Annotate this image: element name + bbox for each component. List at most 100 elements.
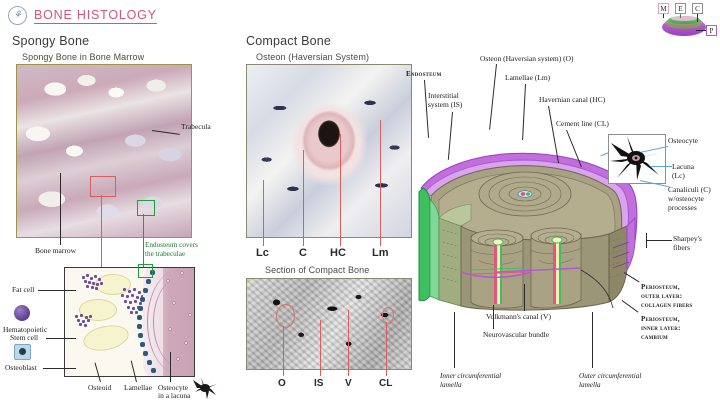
fat-cell-shape: [79, 299, 117, 321]
osteon-pointer-lc: [263, 180, 264, 236]
label-sharpeys-line2: fibers: [673, 243, 691, 252]
zoom-connector-red: [101, 195, 102, 267]
osteon-pointer-c: [303, 150, 304, 236]
osteocyte-star-icon: [193, 377, 217, 399]
spongy-micrograph-caption: Spongy Bone in Bone Marrow: [22, 52, 145, 62]
label-lacuna-line1: Lacuna: [672, 162, 695, 171]
legend-item-marrow: M: [658, 3, 669, 14]
legend-leader-e: [680, 14, 681, 18]
label-periosteum-outer-line2: outer layer:: [641, 292, 683, 300]
compact-micrograph1-caption: Osteon (Haversian System): [256, 52, 370, 62]
spongy-bone-heading: Spongy Bone: [12, 34, 90, 48]
label-volkmanns-canal: Volkmann's canal (V): [486, 312, 551, 321]
legend-ring-marrow: [671, 16, 697, 21]
label-periosteum-inner-line2: inner layer:: [641, 324, 681, 332]
label-endosteum: Endosteum: [406, 70, 442, 78]
legend-item-periosteum: P: [706, 25, 717, 36]
leader-osteocyte: [170, 352, 171, 382]
label-outer-circ-line1: Outer circumferential: [579, 372, 642, 380]
section-pointer-o: [283, 326, 284, 376]
label-osteon: Osteon (Haversian system) (O): [480, 54, 574, 63]
fat-cell-shape: [95, 274, 131, 295]
hematopoietic-cluster: [82, 274, 108, 290]
label-stem-cell-line1: Hematopoietic: [3, 325, 48, 334]
label-lamellae-block: Lamellae (Lm): [505, 73, 551, 82]
section-pointer-is: [320, 320, 321, 376]
osteocyte-inset: [608, 134, 666, 184]
section-pointer-cl: [386, 322, 387, 376]
leader-bone-marrow: [60, 173, 61, 245]
label-bone-marrow: Bone marrow: [35, 246, 77, 255]
osteon-pointer-hc: [340, 134, 341, 236]
code-label-o: O: [278, 378, 286, 389]
osteoblast-icon: [14, 344, 31, 360]
leader-inner-circ: [454, 312, 455, 368]
layer-legend: M E C P: [658, 2, 718, 42]
leader-osteoblast: [43, 368, 76, 369]
label-outer-circ-line2: lamella: [579, 381, 601, 389]
label-interstitial-line2: system (IS): [428, 100, 463, 109]
code-label-is: IS: [314, 378, 324, 389]
label-lamellae: Lamellae: [124, 383, 152, 392]
label-osteocyte-line1: Osteocyte: [158, 383, 188, 392]
osteoblast-row: [137, 268, 171, 376]
label-periosteum-inner-line3: cambium: [641, 333, 668, 341]
compact-bone-heading: Compact Bone: [246, 34, 332, 48]
legend-item-compact: C: [692, 3, 703, 14]
leader-osteon: [489, 63, 497, 130]
osteon-pointer-lm: [380, 120, 381, 236]
label-stem-cell-line2: Stem cell: [10, 333, 39, 342]
label-canaliculi-line1: Canaliculi (C): [668, 185, 711, 194]
bone-marrow-schematic: [64, 267, 195, 377]
leader-stem-cell: [46, 338, 76, 339]
spongy-roi-box-green: [137, 200, 155, 216]
code-label-v: V: [345, 378, 352, 389]
hematopoietic-cluster: [75, 314, 101, 330]
label-interstitial-line1: Interstitial: [428, 91, 459, 100]
label-osteocyte-line2: in a lacuna: [158, 391, 191, 400]
compact-bone-3d-block: [413, 130, 653, 315]
label-neurovascular-bundle: Neurovascular bundle: [483, 330, 550, 339]
code-label-hc: HC: [330, 247, 346, 259]
section-roi-osteon: [276, 304, 295, 328]
legend-item-endosteum: E: [675, 3, 686, 14]
legend-leader-m: [663, 14, 664, 18]
spongy-roi-box-red: [90, 176, 116, 197]
hematopoietic-cluster: [121, 288, 153, 316]
sharpeys-bracket: [646, 233, 647, 248]
compact-micrograph2-caption: Section of Compact Bone: [265, 265, 370, 275]
leader-sharpeys: [646, 240, 672, 241]
page-title: BONE HISTOLOGY: [34, 7, 157, 24]
code-label-c: C: [299, 247, 307, 259]
page-header: ⚘ BONE HISTOLOGY: [8, 6, 157, 25]
label-lacuna-line2: (Lc): [672, 171, 685, 180]
hematopoietic-stem-cell-icon: [14, 305, 30, 321]
label-periosteum-inner-line1: Periosteum,: [641, 315, 680, 323]
legend-leader-p: [696, 30, 706, 31]
trabecula-wall: [143, 268, 194, 376]
zoom-connector-green: [143, 214, 144, 267]
label-trabecula: Trabecula: [181, 122, 211, 131]
code-label-lc: Lc: [256, 247, 269, 259]
section-pointer-v: [348, 310, 349, 376]
label-endosteum-note-line1: Endosteum covers: [145, 241, 198, 249]
leader-fat-cell: [38, 290, 76, 291]
label-periosteum-outer-line1: Periosteum,: [641, 283, 680, 291]
compact-section-micrograph: [246, 278, 412, 370]
label-sharpeys-line1: Sharpey's: [673, 234, 702, 243]
label-inner-circ-line1: Inner circumferential: [440, 372, 502, 380]
code-label-lm: Lm: [372, 247, 389, 259]
label-haversian-canal: Havernian canal (HC): [539, 95, 606, 104]
schematic-endosteum-highlight: [138, 264, 153, 278]
leader-lacuna: [650, 166, 672, 167]
microscope-circle-icon: ⚘: [8, 6, 27, 25]
leader-volkmanns-canal: [524, 284, 525, 311]
leader-outer-circ: [592, 312, 593, 368]
section-roi-cement-line: [382, 307, 394, 324]
spongy-bone-micrograph: [16, 64, 192, 238]
label-periosteum-outer-line3: collagen fibers: [641, 301, 693, 309]
osteocyte-inset-icon: [610, 136, 662, 180]
block-svg: [418, 152, 638, 311]
label-inner-circ-line2: lamella: [440, 381, 462, 389]
